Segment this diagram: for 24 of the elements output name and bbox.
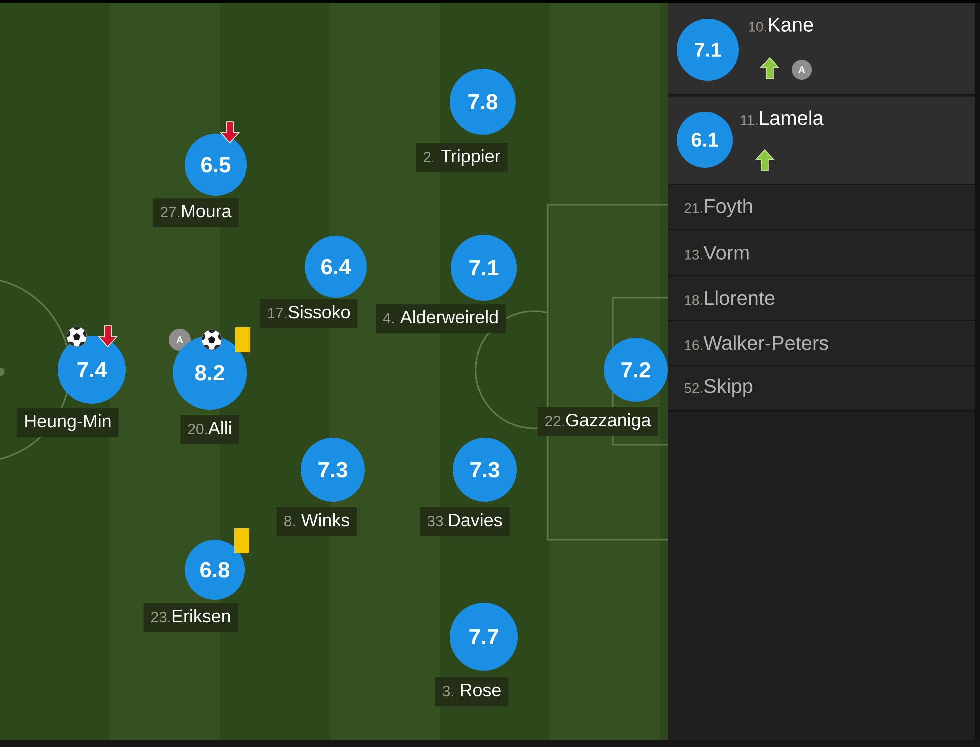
node-label: Llorente bbox=[705, 290, 775, 306]
player-name-label: 17.Sissoko bbox=[260, 300, 358, 328]
player-row: 13.Vorm bbox=[668, 230, 976, 277]
player-row: 52.Skipp bbox=[668, 366, 976, 412]
player-name-label: 8. Winks bbox=[276, 508, 358, 536]
player-name-label: 23.Eriksen bbox=[144, 604, 238, 632]
player-name-label: 3. Rose bbox=[435, 678, 509, 706]
node-label: Vorm bbox=[704, 246, 749, 260]
node-label: Skipp bbox=[704, 378, 753, 398]
player-name-label: 4. Alderweireld bbox=[376, 304, 506, 334]
player-name-label: 2. Trippier bbox=[416, 144, 508, 172]
node-label: 52. bbox=[684, 383, 702, 394]
player-name-label: 27.Moura bbox=[153, 198, 239, 228]
node-label: 16. bbox=[685, 340, 702, 350]
player-row: 21.Foyth bbox=[668, 185, 976, 231]
node-label: Walker-Peters bbox=[704, 336, 828, 350]
player-row: 16.Walker-Peters bbox=[668, 321, 976, 367]
captain-badge: A bbox=[792, 60, 812, 80]
player-row: 18.Llorente bbox=[668, 276, 976, 322]
player-name-label: 33.Davies bbox=[420, 508, 510, 536]
node-label: 13. bbox=[685, 250, 702, 260]
player-name-label: 20.Alli bbox=[180, 416, 240, 444]
player-name-label: Heung-Min bbox=[17, 408, 119, 438]
node-label: 18. bbox=[685, 295, 702, 306]
